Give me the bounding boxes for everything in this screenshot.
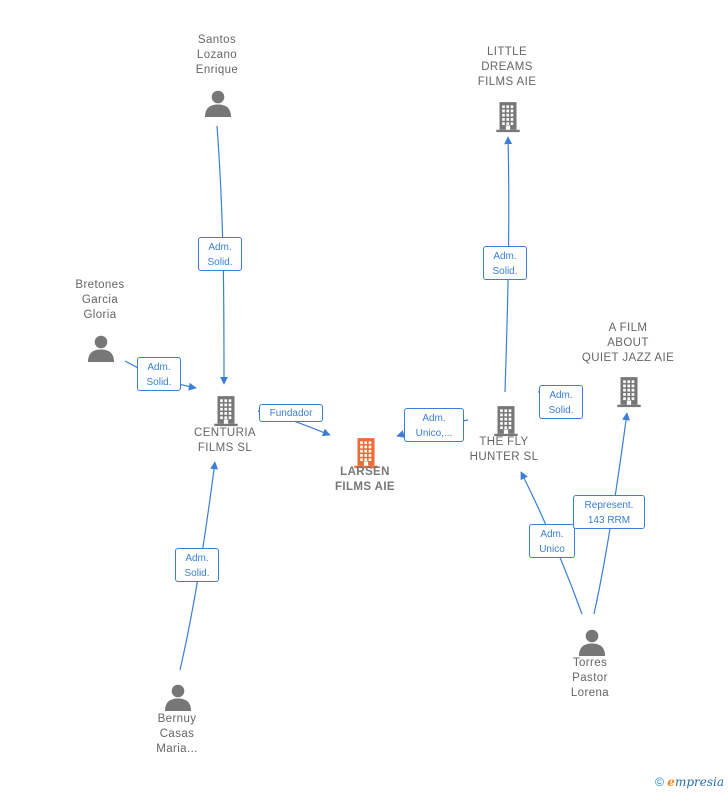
node-label-flyhunter[interactable]: THE FLY HUNTER SL [469, 436, 539, 463]
node-label-bernuy[interactable]: Bernuy Casas Maria... [156, 713, 198, 755]
node-label-afilm[interactable]: A FILM ABOUT QUIET JAZZ AIE [581, 322, 675, 364]
person-icon[interactable] [31, 333, 171, 363]
edge-label-bretones-centuria[interactable]: Adm. Solid. [137, 357, 181, 391]
building-icon[interactable] [436, 404, 576, 438]
person-icon[interactable] [522, 627, 662, 657]
edge-label-flyhunter-little[interactable]: Adm. Solid. [483, 246, 527, 280]
edge-label-santos-centuria[interactable]: Adm. Solid. [198, 237, 242, 271]
edge-label-centuria-larsen[interactable]: Fundador [259, 404, 323, 422]
person-icon[interactable] [108, 682, 248, 712]
edge-label-flyhunter-larsen[interactable]: Adm. Unico,... [404, 408, 464, 442]
brand-logo: empresia [667, 775, 724, 789]
node-label-torres[interactable]: Torres Pastor Lorena [570, 657, 610, 699]
node-label-centuria[interactable]: CENTURIA FILMS SL [194, 427, 256, 454]
building-icon[interactable] [438, 100, 578, 134]
node-label-santos[interactable]: Santos Lozano Enrique [195, 34, 239, 76]
building-icon[interactable] [296, 436, 436, 470]
node-label-larsen[interactable]: LARSEN FILMS AIE [334, 466, 396, 493]
footer-brand[interactable]: © empresia [655, 775, 724, 789]
building-icon[interactable] [559, 375, 699, 409]
edge-label-torres-flyhunter[interactable]: Adm. Unico [529, 524, 575, 558]
node-label-little[interactable]: LITTLE DREAMS FILMS AIE [477, 46, 537, 88]
edge-label-torres-afilm[interactable]: Represent. 143 RRM [573, 495, 645, 529]
edge-label-bernuy-centuria[interactable]: Adm. Solid. [175, 548, 219, 582]
building-icon[interactable] [156, 394, 296, 428]
person-icon[interactable] [148, 88, 288, 118]
node-label-bretones[interactable]: Bretones Garcia Gloria [75, 279, 125, 321]
edge-label-flyhunter-afilm[interactable]: Adm. Solid. [539, 385, 583, 419]
copyright-symbol: © [655, 775, 664, 789]
